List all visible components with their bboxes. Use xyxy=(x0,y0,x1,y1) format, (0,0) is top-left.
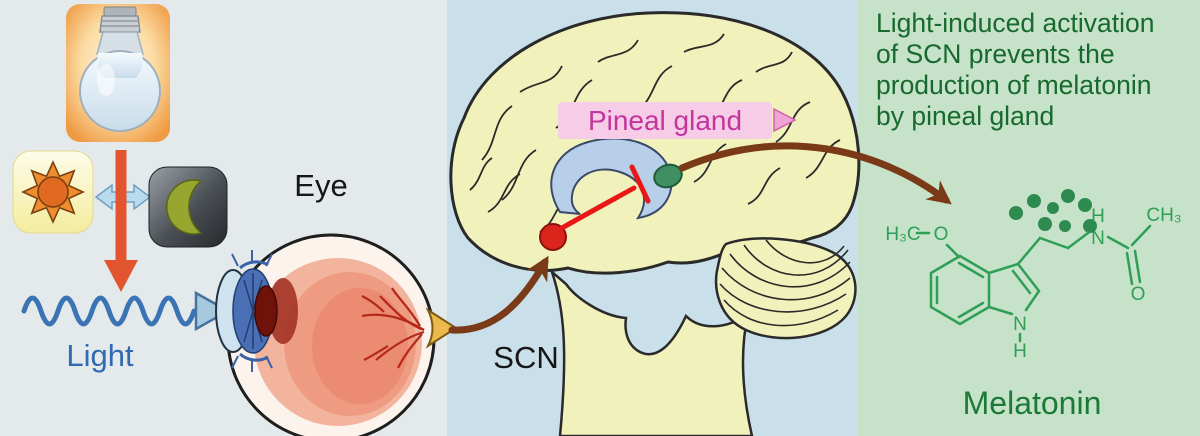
pineal-gland-tag: Pineal gland xyxy=(558,102,797,139)
eye-label: Eye xyxy=(294,168,347,203)
eye-illustration xyxy=(215,233,458,436)
pineal-to-melatonin-arrow xyxy=(678,142,952,205)
moon-icon xyxy=(148,166,228,248)
panel-right xyxy=(858,0,1200,436)
pupil xyxy=(254,285,278,337)
light-emission-arrow-icon xyxy=(104,150,138,292)
scn-dot xyxy=(539,223,567,251)
sun-icon xyxy=(12,150,94,234)
brainstem-column xyxy=(549,268,754,436)
melatonin-label: Melatonin xyxy=(963,385,1102,421)
inhibition-connector xyxy=(559,164,651,231)
cerebellum-folia xyxy=(719,239,851,327)
eye-to-scn-arrow xyxy=(448,255,549,334)
lens xyxy=(268,278,298,344)
terminal-methyl-label: CH₃ xyxy=(1146,205,1181,226)
melatonin-dots xyxy=(1009,189,1097,233)
indole-nitrogen-label: N xyxy=(1013,314,1027,335)
methoxy-oxygen-label: O xyxy=(934,224,949,245)
melatonin-structure xyxy=(915,224,1152,343)
brain-illustration xyxy=(449,11,861,436)
carbonyl-oxygen-label: O xyxy=(1131,284,1146,305)
pineal-gland-label: Pineal gland xyxy=(588,105,742,136)
methoxy-methyl-label: H₃C xyxy=(885,224,920,245)
corpus-callosum-region xyxy=(550,137,673,220)
retina-vessels xyxy=(361,287,425,369)
indole-hydrogen-label: H xyxy=(1013,341,1027,362)
light-bulb-icon xyxy=(66,4,170,142)
amide-nitrogen-label: N xyxy=(1091,228,1105,249)
light-wave-icon xyxy=(21,290,231,332)
scn-label: SCN xyxy=(493,340,558,375)
caption-text: Light-induced activation of SCN prevents… xyxy=(876,8,1155,131)
light-label: Light xyxy=(66,338,134,373)
cerebellum xyxy=(714,237,857,340)
pineal-gland-dot xyxy=(653,163,683,189)
pineal-label-pointer-icon xyxy=(773,107,797,133)
optic-nerve-head xyxy=(425,307,458,349)
